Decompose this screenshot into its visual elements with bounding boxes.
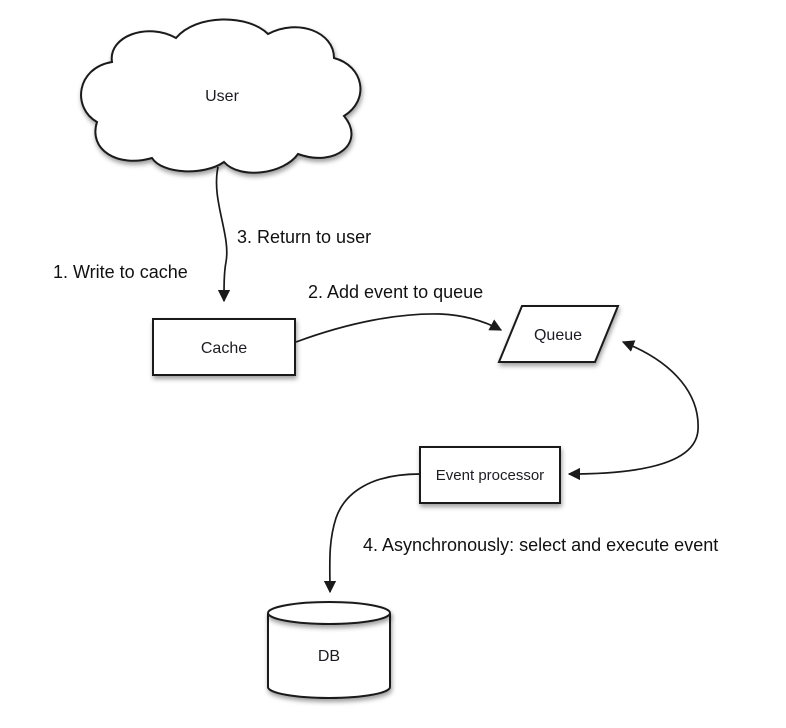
label-step-2: 2. Add event to queue — [308, 282, 483, 302]
label-step-1: 1. Write to cache — [53, 262, 188, 282]
queue-shape — [497, 305, 620, 363]
db-cylinder-top — [267, 601, 391, 625]
label-step-3: 3. Return to user — [237, 227, 371, 247]
db-label: DB — [318, 648, 340, 665]
cache-shape — [152, 318, 296, 376]
arrow-event-processor-to-db — [323, 473, 421, 594]
queue-label: Queue — [534, 327, 582, 344]
user-label: User — [205, 88, 239, 105]
arrow-queue-event-processor — [567, 340, 699, 481]
cache-node: Cache — [152, 318, 296, 376]
cloud-shape — [80, 18, 362, 174]
db-cylinder-body — [267, 613, 391, 699]
event-processor-label: Event processor — [436, 467, 544, 484]
cache-label: Cache — [201, 340, 247, 357]
event-processor-node: Event processor — [419, 446, 561, 504]
arrow-user-to-cache — [215, 166, 231, 303]
arrow-cache-to-queue — [295, 313, 503, 343]
event-processor-shape — [419, 446, 561, 504]
user-node: User — [80, 18, 362, 174]
queue-node: Queue — [497, 305, 620, 363]
label-step-4: 4. Asynchronously: select and execute ev… — [363, 535, 718, 555]
db-node: DB — [267, 601, 391, 699]
